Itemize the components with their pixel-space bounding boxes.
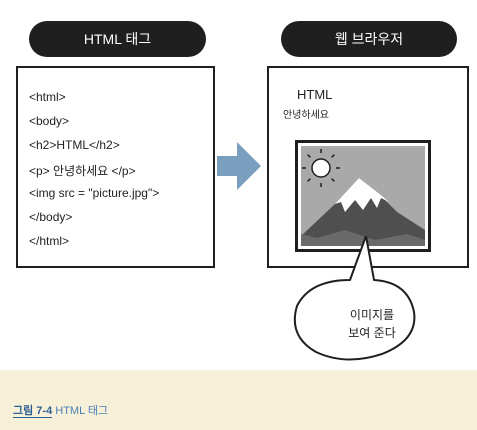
code-line-p: <p> 안녕하세요 </p>	[29, 164, 136, 178]
speech-bubble	[293, 236, 416, 361]
bubble-text-line2: 보여 준다	[348, 326, 396, 340]
sun-icon	[302, 149, 340, 187]
right-arrow-icon	[217, 142, 261, 190]
bubble-text-line1: 이미지를	[349, 308, 395, 322]
code-line-img: <img src = "picture.jpg">	[29, 186, 160, 200]
html-code-box: <html> <body> <h2>HTML</h2> <p> 안녕하세요 </…	[16, 66, 215, 268]
html-tag-header: HTML 태그	[29, 21, 206, 57]
code-line-body-open: <body>	[29, 114, 70, 128]
figure-caption: 그림 7-4 HTML 태그	[13, 402, 108, 418]
figure-title: HTML 태그	[55, 405, 109, 417]
code-line-h2: <h2>HTML</h2>	[29, 138, 120, 152]
html-tag-header-label: HTML 태그	[83, 31, 152, 47]
code-line-html-close: </html>	[29, 234, 70, 248]
mountain-icon	[301, 178, 425, 246]
figure-number: 그림 7-4	[13, 405, 53, 418]
code-line-body-close: </body>	[29, 210, 73, 224]
browser-heading: HTML	[297, 87, 333, 102]
code-line-html-open: <html>	[29, 90, 66, 104]
web-browser-header-label: 웹 브라우저	[334, 31, 404, 47]
browser-paragraph: 안녕하세요	[283, 110, 329, 121]
web-browser-header: 웹 브라우저	[281, 21, 457, 57]
